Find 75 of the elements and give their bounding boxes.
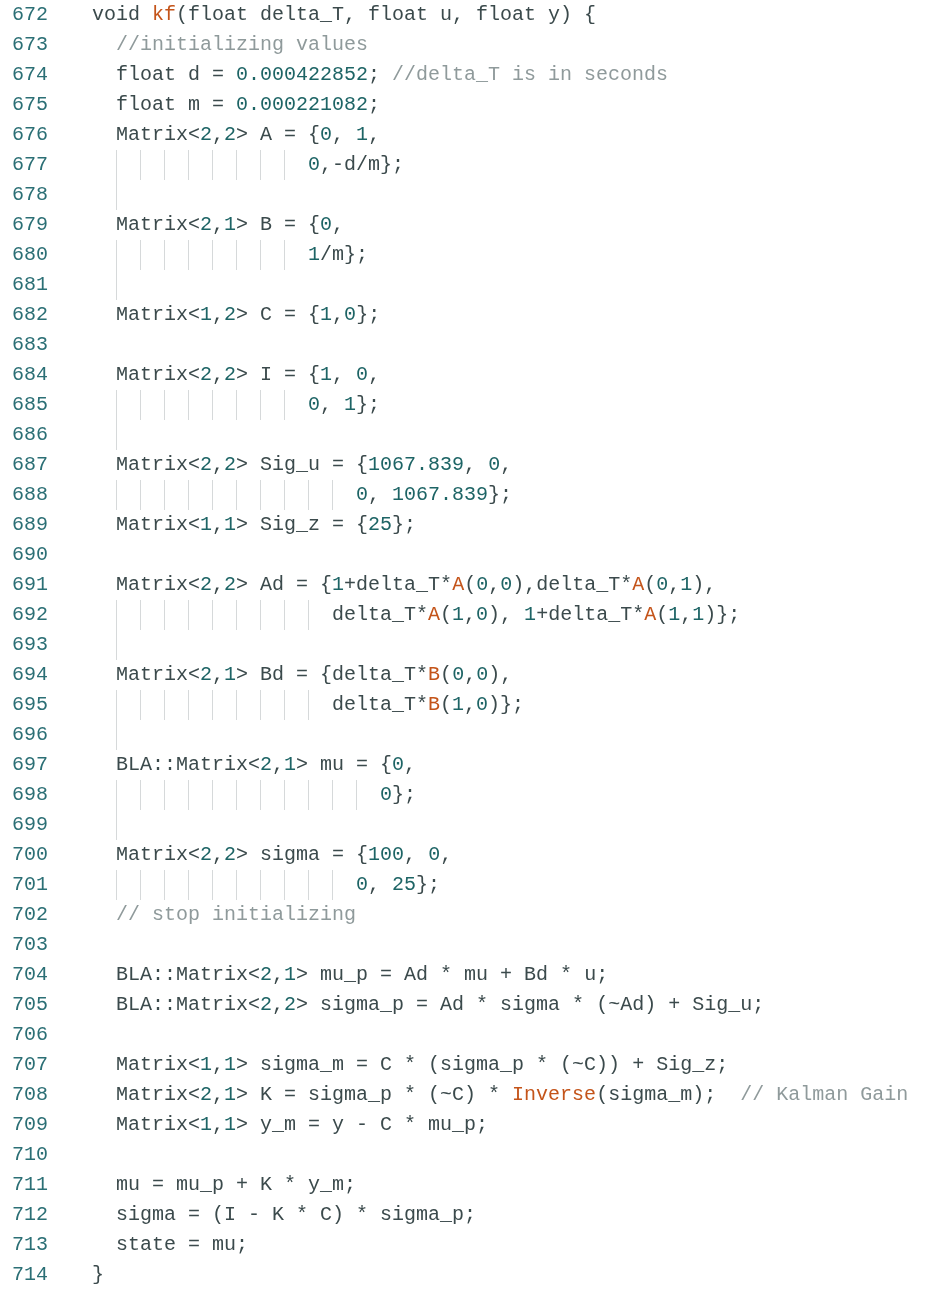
line-number: 698 (12, 782, 48, 808)
line-number: 709 (12, 1112, 48, 1138)
line-number: 673 (12, 32, 48, 58)
line-number: 710 (12, 1142, 48, 1168)
line-number: 701 (12, 872, 48, 898)
code-line: 0}; (380, 782, 417, 808)
line-number: 693 (12, 632, 48, 658)
code-line: // stop initializing (116, 902, 357, 928)
line-number: 685 (12, 392, 48, 418)
line-number: 697 (12, 752, 48, 778)
code-line: //initializing values (116, 32, 369, 58)
line-number: 675 (12, 92, 48, 118)
line-number: 683 (12, 332, 48, 358)
code-line: delta_T*A(1,0), 1+delta_T*A(1,1)}; (332, 602, 741, 628)
line-number: 711 (12, 1172, 48, 1198)
code-line: void kf(float delta_T, float u, float y) { (92, 2, 597, 28)
line-number: 686 (12, 422, 48, 448)
code-line: delta_T*B(1,0)}; (332, 692, 525, 718)
line-number: 706 (12, 1022, 48, 1048)
code-line: 0,-d/m}; (308, 152, 405, 178)
code-line: BLA::Matrix<2,1> mu = {0, (116, 752, 417, 778)
code-line: float d = 0.000422852; //delta_T is in seconds (116, 62, 669, 88)
line-number: 684 (12, 362, 48, 388)
line-number: 695 (12, 692, 48, 718)
line-number: 691 (12, 572, 48, 598)
line-number: 694 (12, 662, 48, 688)
line-number: 677 (12, 152, 48, 178)
line-number: 676 (12, 122, 48, 148)
line-number: 714 (12, 1262, 48, 1288)
line-number: 702 (12, 902, 48, 928)
code-line: Matrix<2,1> Bd = {delta_T*B(0,0), (116, 662, 513, 688)
line-number: 712 (12, 1202, 48, 1228)
line-number: 692 (12, 602, 48, 628)
line-number: 713 (12, 1232, 48, 1258)
line-number: 681 (12, 272, 48, 298)
code-line: Matrix<2,1> B = {0, (116, 212, 345, 238)
code-line: Matrix<2,2> Sig_u = {1067.839, 0, (116, 452, 513, 478)
code-line: mu = mu_p + K * y_m; (116, 1172, 357, 1198)
code-line: Matrix<2,2> Ad = {1+delta_T*A(0,0),delta_T*A(0,1), (116, 572, 717, 598)
code-line: Matrix<1,1> y_m = y - C * mu_p; (116, 1112, 489, 1138)
code-line: 0, 1067.839}; (356, 482, 513, 508)
line-number: 703 (12, 932, 48, 958)
code-line: state = mu; (116, 1232, 249, 1258)
code-line: Matrix<2,2> I = {1, 0, (116, 362, 381, 388)
code-line: 0, 1}; (308, 392, 381, 418)
line-number: 688 (12, 482, 48, 508)
code-line: Matrix<1,1> Sig_z = {25}; (116, 512, 417, 538)
code-line: sigma = (I - K * C) * sigma_p; (116, 1202, 477, 1228)
line-number: 707 (12, 1052, 48, 1078)
code-line: BLA::Matrix<2,2> sigma_p = Ad * sigma * (~Ad) + Sig_u; (116, 992, 765, 1018)
line-number: 678 (12, 182, 48, 208)
code-line: 1/m}; (308, 242, 369, 268)
code-line: BLA::Matrix<2,1> mu_p = Ad * mu + Bd * u; (116, 962, 609, 988)
line-number: 674 (12, 62, 48, 88)
line-number: 682 (12, 302, 48, 328)
line-number: 696 (12, 722, 48, 748)
code-line: Matrix<1,2> C = {1,0}; (116, 302, 381, 328)
line-number: 704 (12, 962, 48, 988)
code-line: 0, 25}; (356, 872, 441, 898)
line-number: 700 (12, 842, 48, 868)
line-number: 672 (12, 2, 48, 28)
line-number: 689 (12, 512, 48, 538)
line-number: 705 (12, 992, 48, 1018)
line-number: 708 (12, 1082, 48, 1108)
code-line: Matrix<2,1> K = sigma_p * (~C) * Inverse(sigma_m); // Kalman Gain (116, 1082, 909, 1108)
line-number: 690 (12, 542, 48, 568)
code-line: float m = 0.000221082; (116, 92, 381, 118)
code-line: Matrix<1,1> sigma_m = C * (sigma_p * (~C)) + Sig_z; (116, 1052, 729, 1078)
line-number: 699 (12, 812, 48, 838)
code-line: } (92, 1262, 104, 1288)
line-number: 680 (12, 242, 48, 268)
line-number: 679 (12, 212, 48, 238)
code-line: Matrix<2,2> sigma = {100, 0, (116, 842, 453, 868)
code-line: Matrix<2,2> A = {0, 1, (116, 122, 381, 148)
line-number: 687 (12, 452, 48, 478)
